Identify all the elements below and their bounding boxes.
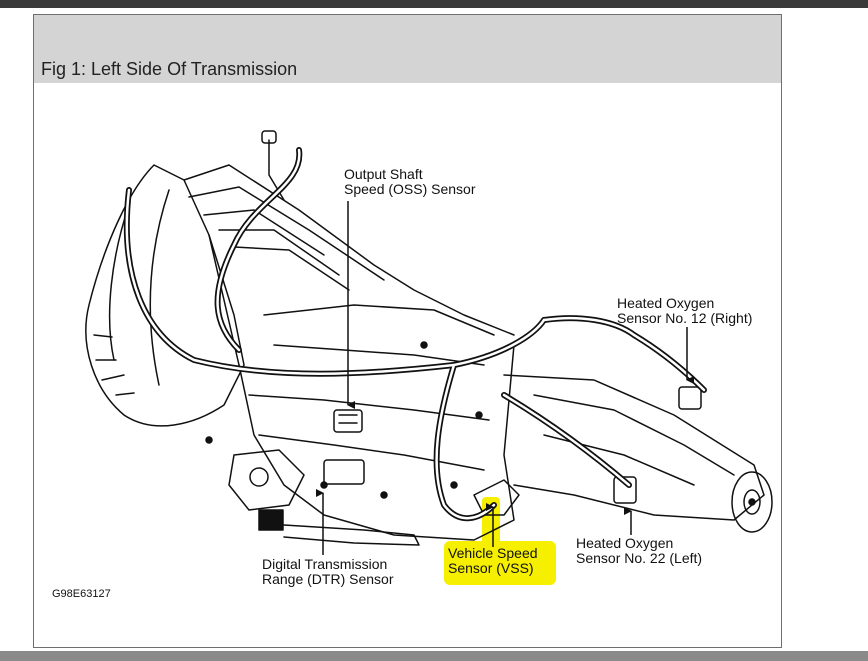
output-flange <box>731 471 773 533</box>
window-bottom-bar <box>0 651 868 661</box>
harness-left <box>433 362 497 522</box>
transmission-diagram <box>85 130 773 555</box>
figure-code: G98E63127 <box>52 588 111 600</box>
dtr-sensor <box>228 449 305 511</box>
harness-main <box>123 187 547 377</box>
extension-housing <box>503 374 765 521</box>
bell-housing <box>85 164 245 427</box>
vss-label-highlight <box>444 541 556 585</box>
figure-panel: Fig 1: Left Side Of Transmission <box>33 14 782 648</box>
figure-caption: Fig 1: Left Side Of Transmission <box>41 59 298 79</box>
caption-bar: Fig 1: Left Side Of Transmission <box>34 15 781 83</box>
window-top-bar <box>0 0 868 8</box>
oss-sensor <box>333 409 363 433</box>
case-top <box>183 164 515 336</box>
